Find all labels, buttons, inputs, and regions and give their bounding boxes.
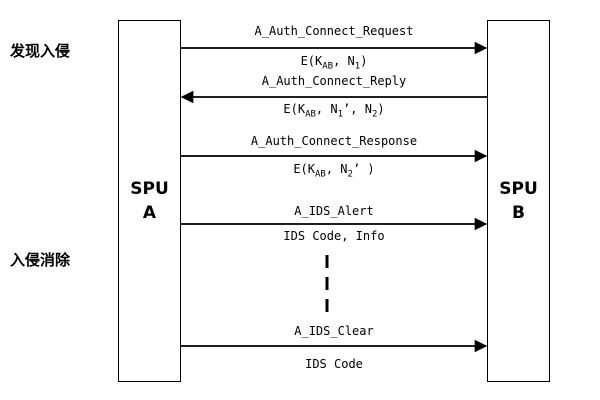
spu-b-box: SPU B: [487, 20, 550, 382]
payload-note-alert: IDS Code, Info: [283, 229, 385, 243]
spu-a-label-line1: SPU: [130, 179, 169, 199]
payload-note-response: E(KAB, N2’ ): [293, 162, 375, 180]
spu-a-box: SPU A: [118, 20, 181, 382]
phase-label-clear: 入侵消除: [10, 251, 71, 269]
payload-note-clear: IDS Code: [305, 357, 363, 371]
payload-note-reply: E(KAB, N1’, N2): [283, 102, 385, 120]
spu-b-label-line1: SPU: [499, 179, 538, 199]
payload-note-request: E(KAB, N1): [300, 54, 368, 72]
message-label-ids-alert: A_IDS_Alert: [294, 204, 374, 218]
spu-a-label-line2: A: [142, 203, 157, 223]
message-label-auth-reply: A_Auth_Connect_Reply: [261, 74, 407, 88]
phase-label-detect: 发现入侵: [10, 42, 71, 60]
message-label-ids-clear: A_IDS_Clear: [294, 324, 374, 338]
message-label-auth-response: A_Auth_Connect_Response: [250, 134, 418, 148]
message-label-auth-request: A_Auth_Connect_Request: [254, 24, 414, 38]
spu-b-label-line2: B: [512, 203, 525, 223]
